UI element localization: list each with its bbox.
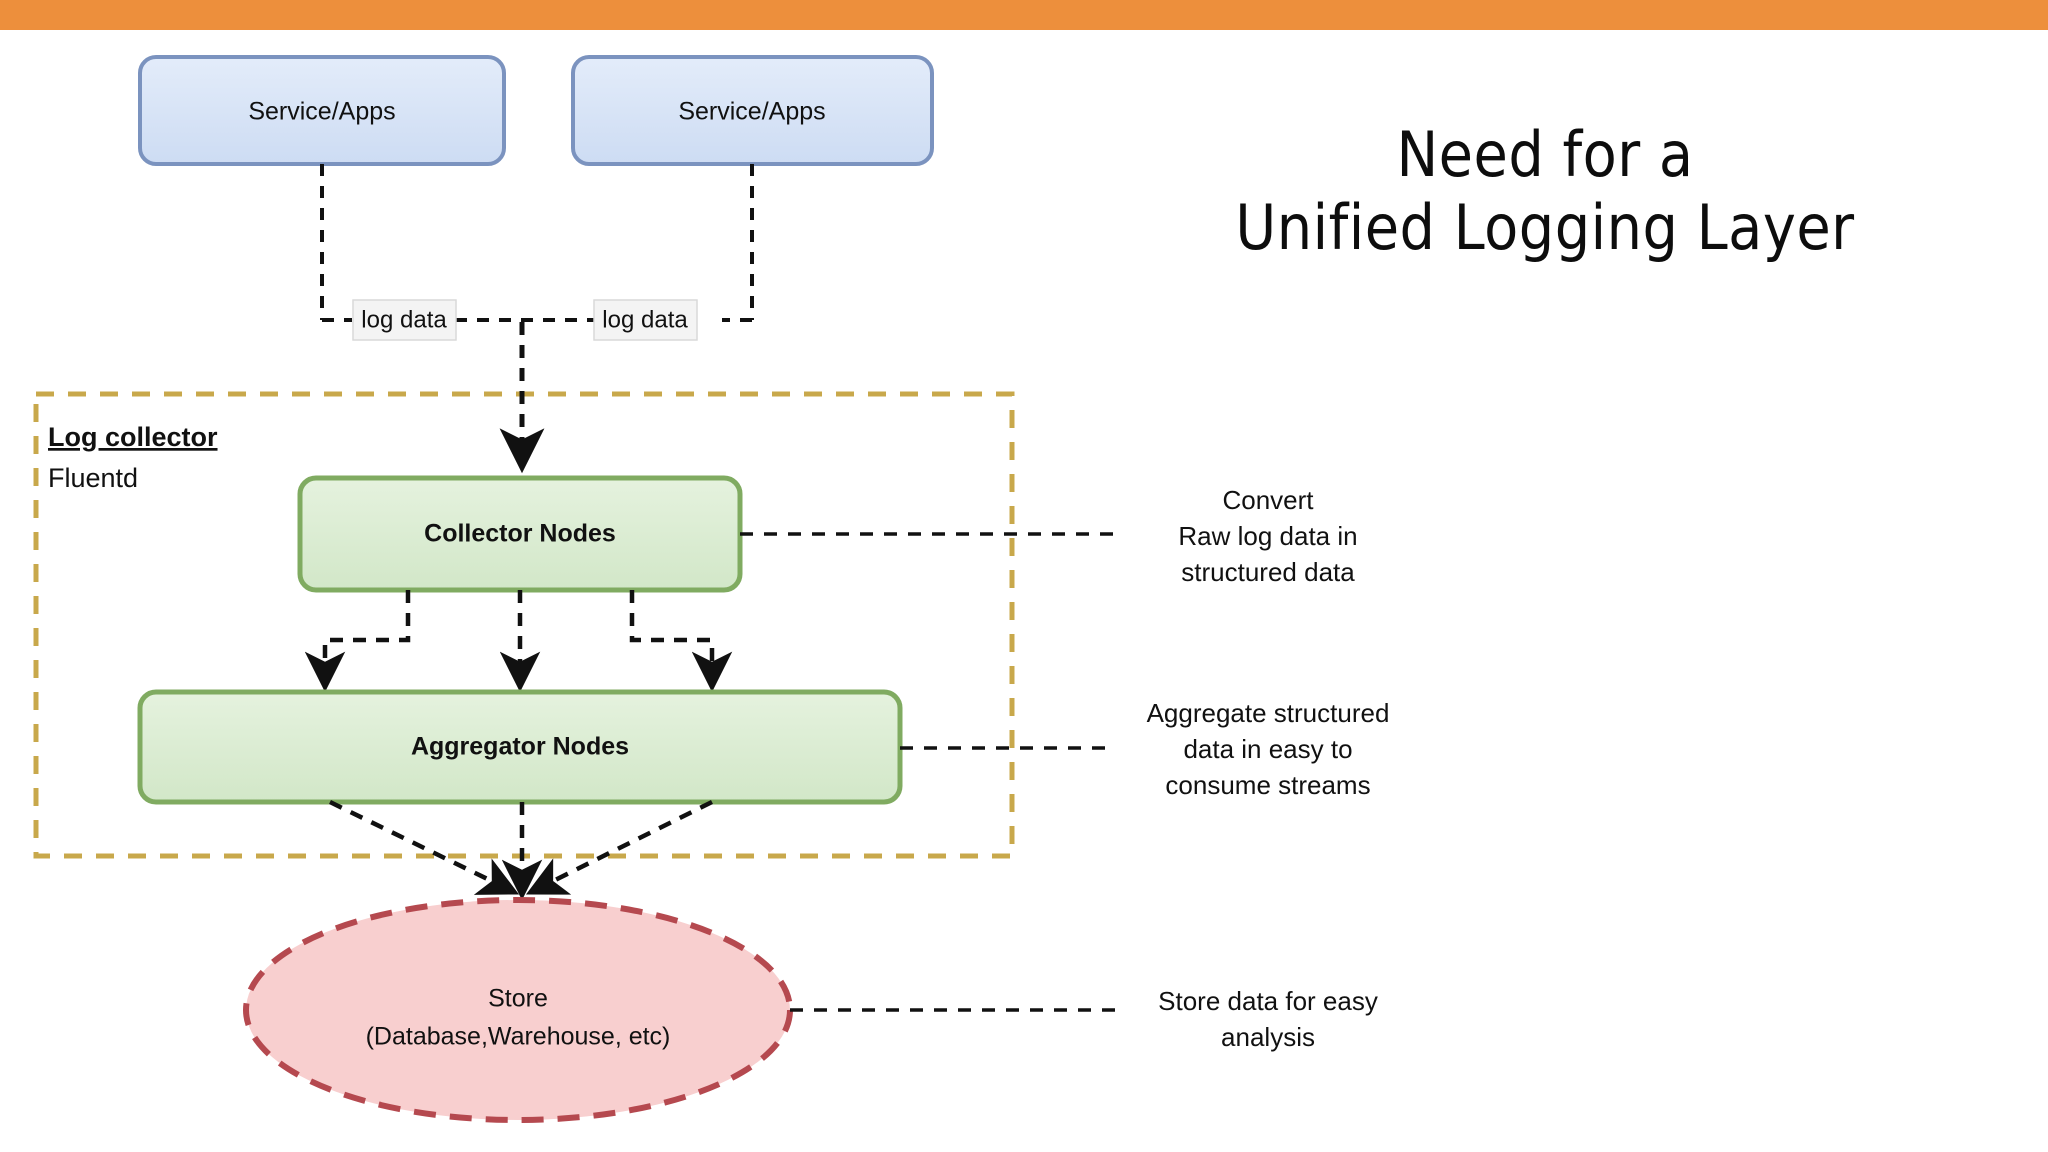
store-label-line2: (Database,Warehouse, etc) [366,1023,671,1051]
accent-bar [0,0,2048,30]
aggregator-nodes-box[interactable]: Aggregator Nodes [137,689,903,805]
annotation-convert-line3: structured data [1181,557,1355,587]
group-subtitle: Fluentd [48,463,138,493]
annotation-store: Store data for easy analysis [1158,986,1378,1052]
annotation-store-line1: Store data for easy [1158,986,1378,1016]
annotation-aggregate: Aggregate structured data in easy to con… [1147,698,1390,800]
annotation-convert: Convert Raw log data in structured data [1178,485,1357,587]
connector-collector-to-aggregator-right [629,590,733,693]
edge-label-log-data-1: log data [352,299,457,341]
edge-label-log-data-2-text: log data [602,306,688,333]
source-node-1-label: Service/Apps [248,98,395,126]
edge-label-log-data-1-text: log data [361,306,447,333]
source-node-2[interactable]: Service/Apps [571,55,934,166]
store-node[interactable]: Store (Database,Warehouse, etc) [243,897,793,1123]
edge-label-log-data-2: log data [593,299,698,341]
annotation-aggregate-line1: Aggregate structured [1147,698,1390,728]
annotation-convert-line2: Raw log data in [1178,521,1357,551]
collector-nodes-label: Collector Nodes [424,520,616,548]
annotation-store-line2: analysis [1221,1022,1315,1052]
source-node-1[interactable]: Service/Apps [138,55,506,166]
collector-nodes-box[interactable]: Collector Nodes [297,475,743,593]
annotation-convert-line1: Convert [1222,485,1314,515]
aggregator-nodes-label: Aggregator Nodes [411,733,629,761]
annotation-aggregate-line3: consume streams [1165,770,1370,800]
group-title: Log collector [48,422,218,452]
store-label-line1: Store [488,985,548,1013]
source-node-2-label: Service/Apps [678,98,825,126]
annotation-aggregate-line2: data in easy to [1183,734,1352,764]
connector-aggregator-to-store-right [525,799,714,895]
connector-collector-to-aggregator-left [304,590,411,693]
page-title: Need for a Unified Logging Layer [1235,118,1855,265]
connector-aggregator-to-store-left [329,799,520,895]
